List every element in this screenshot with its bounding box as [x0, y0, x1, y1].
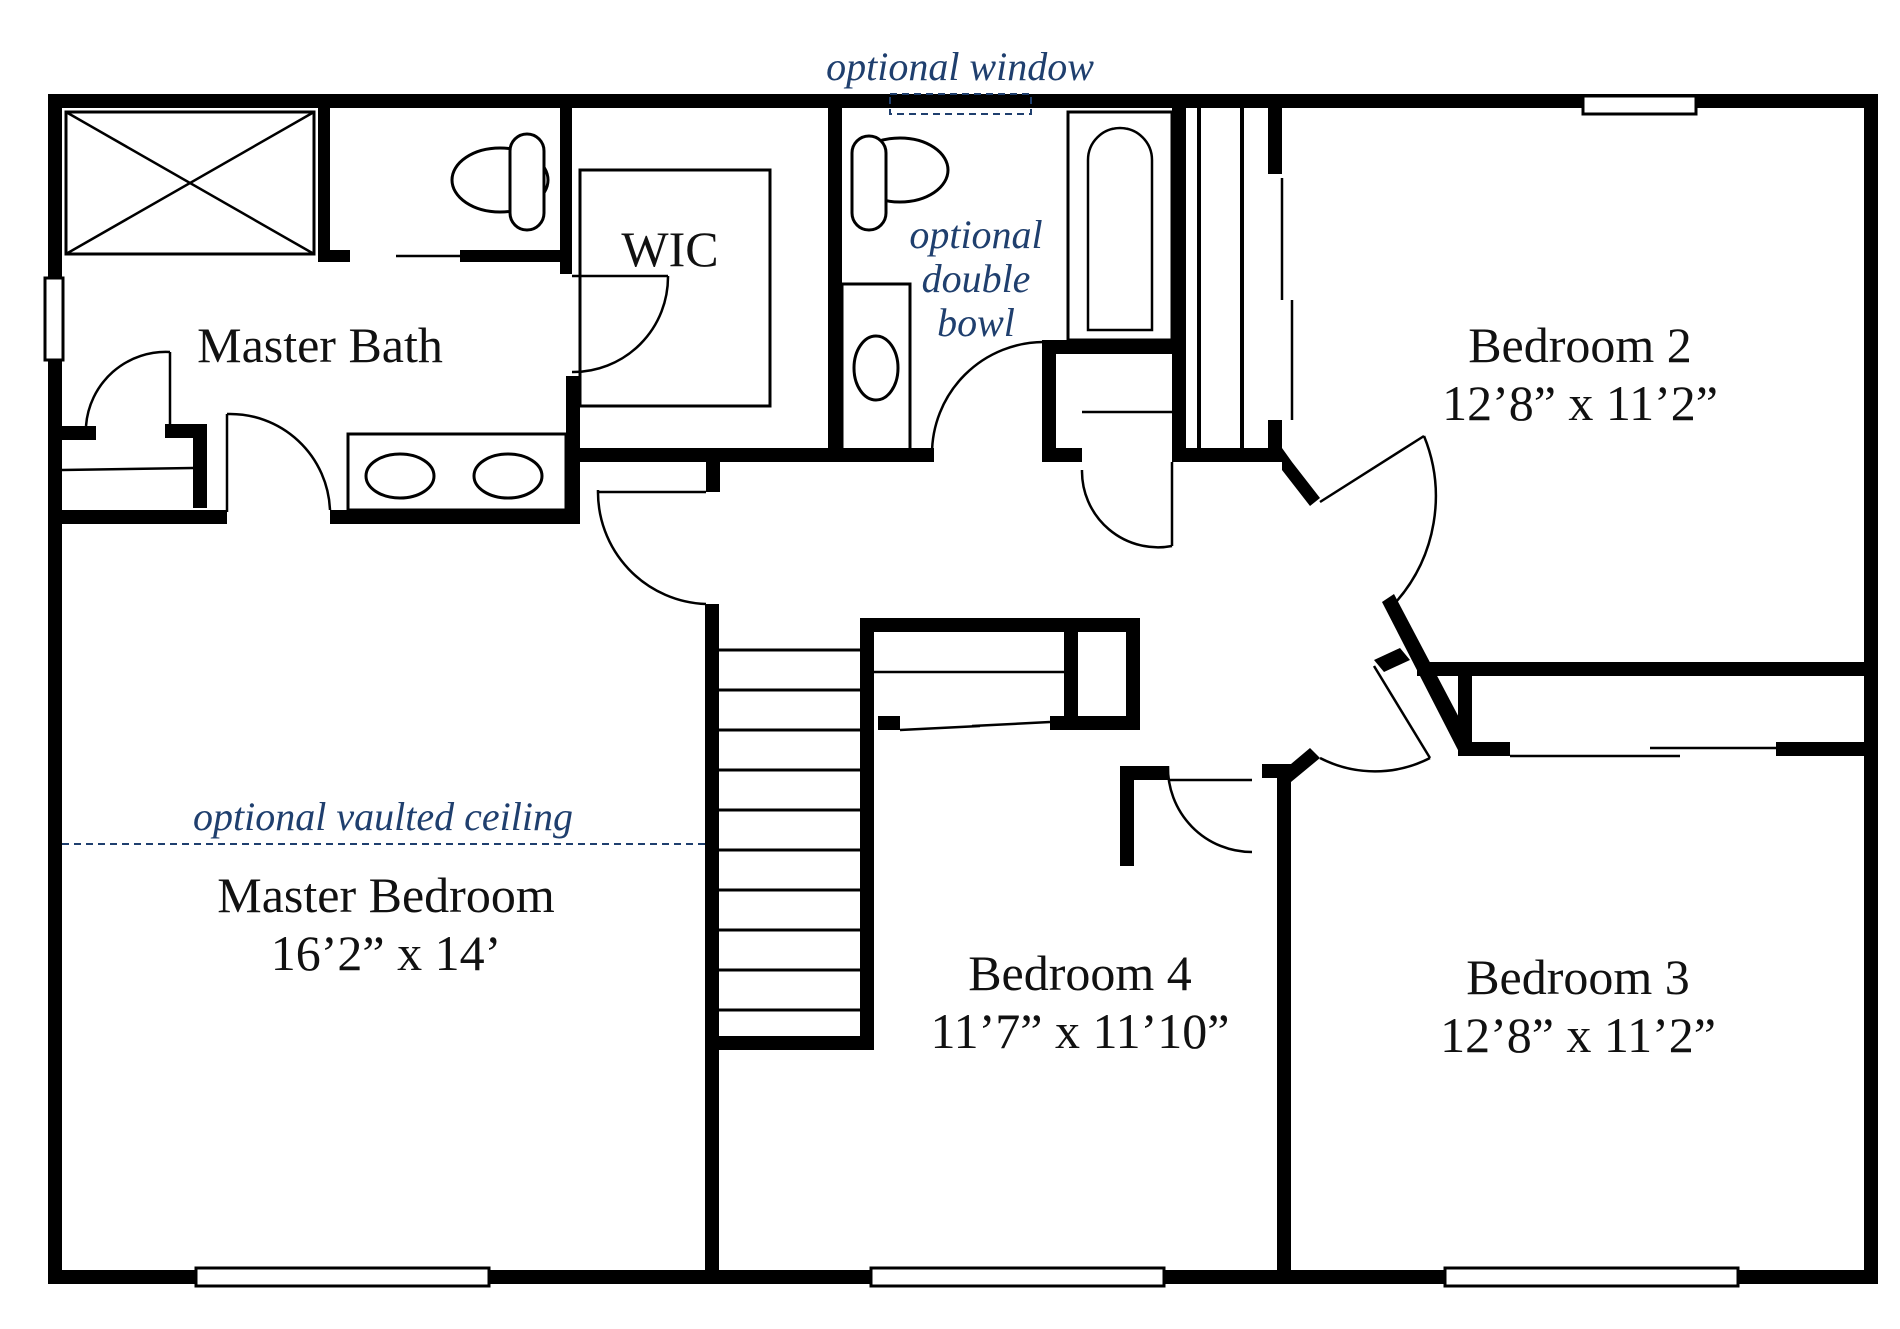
label-bedroom4-name: Bedroom 4 — [968, 945, 1192, 1001]
fixtures — [61, 110, 1776, 1012]
label-master-bedroom-name: Master Bedroom — [217, 867, 555, 923]
sink-left — [364, 452, 436, 500]
exterior-walls — [48, 94, 1878, 1284]
label-bedroom3-name: Bedroom 3 — [1466, 949, 1690, 1005]
shower — [64, 110, 316, 256]
tub — [1066, 110, 1174, 342]
note-optional-window: optional window — [826, 44, 1094, 89]
label-bedroom3-size: 12’8” x 11’2” — [1440, 1007, 1716, 1063]
interior-walls — [62, 108, 1878, 1284]
note-optional-vaulted-ceiling: optional vaulted ceiling — [193, 794, 573, 839]
window-bedroom3 — [1443, 1266, 1740, 1288]
label-master-bedroom-size: 16’2” x 14’ — [271, 925, 502, 981]
master-vanity — [346, 432, 568, 512]
hall-sink — [852, 334, 900, 402]
stairs — [719, 648, 860, 1012]
label-master-bath: Master Bath — [197, 317, 443, 373]
optional-window-marker — [889, 93, 1032, 115]
windows — [43, 93, 1740, 1288]
label-bedroom2-size: 12’8” x 11’2” — [1442, 375, 1718, 431]
door-swings — [84, 274, 1438, 854]
window-bedroom4 — [869, 1266, 1166, 1288]
window-master-bath — [43, 276, 65, 362]
note-optional-double-bowl-line1: optional — [909, 212, 1042, 257]
label-wic: WIC — [621, 221, 718, 277]
note-optional-double-bowl-line3: bowl — [937, 300, 1015, 345]
sink-right — [472, 452, 544, 500]
label-bedroom2-name: Bedroom 2 — [1468, 317, 1692, 373]
hall-vanity — [840, 282, 912, 454]
labels: Master Bath WIC Bedroom 2 12’8” x 11’2” … — [193, 44, 1718, 1063]
window-master-bedroom — [194, 1266, 491, 1288]
label-bedroom4-size: 11’7” x 11’10” — [931, 1003, 1230, 1059]
note-optional-double-bowl-line2: double — [922, 256, 1031, 301]
window-bedroom2 — [1581, 94, 1698, 116]
